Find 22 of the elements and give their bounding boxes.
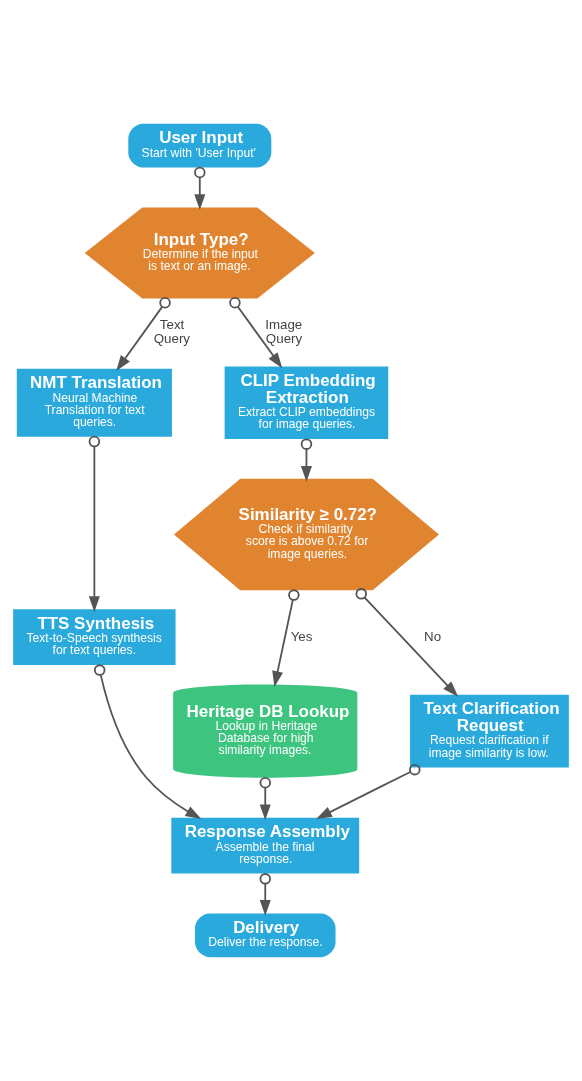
- arrow: [259, 873, 271, 916]
- arrow: [316, 763, 421, 819]
- arrow: [272, 589, 300, 687]
- edge-label: Yes: [290, 628, 313, 644]
- edge-label: No: [424, 628, 442, 644]
- arrow: [229, 297, 283, 369]
- node-box: TTS Synthesis Text-to-Speech synthesis for text queries.: [13, 609, 176, 666]
- arrow: [194, 166, 206, 210]
- arrow: [259, 777, 271, 821]
- arrow: [88, 435, 101, 612]
- edge-label: Image Query: [265, 316, 303, 347]
- node-box: User Input Start with 'User Input': [128, 123, 272, 168]
- arrow: [300, 438, 313, 482]
- arrow: [116, 297, 171, 371]
- arrow: [93, 664, 202, 820]
- node-box: Text Clarification Request Request clarification if image similarity is low.: [410, 694, 569, 768]
- node-box: Delivery Deliver the response.: [194, 913, 336, 958]
- node-box: Response Assembly Assemble the final response.: [171, 817, 360, 874]
- edge-label: Text Query: [153, 316, 191, 347]
- node-box: NMT Translation Neural Machine Translation for text queries.: [16, 368, 172, 437]
- arrow: [355, 588, 459, 697]
- node-box: CLIP Embedding Extraction Extract CLIP embeddings for image queries.: [224, 366, 389, 440]
